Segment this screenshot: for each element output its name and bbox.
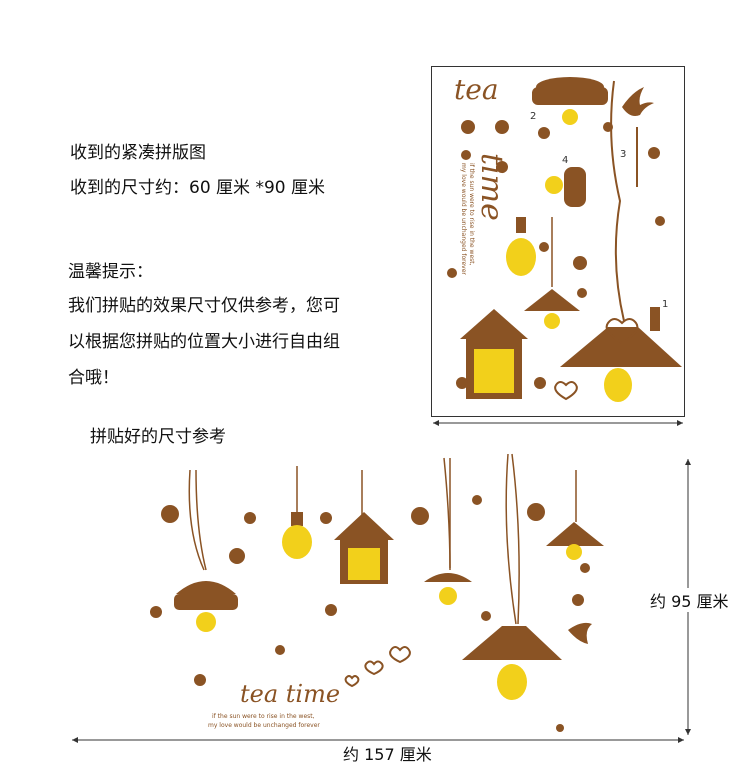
assembled-lantern xyxy=(334,512,394,540)
assembled-bird xyxy=(568,622,592,644)
sticker-sheet: tea time if the sun were to rise in the … xyxy=(431,66,685,417)
sheet-bulb-4 xyxy=(545,176,563,194)
sheet-title-tea: tea xyxy=(454,73,499,106)
assembled-lamp-4 xyxy=(424,573,472,582)
sheet-bird xyxy=(622,87,654,116)
height-dimension-label: 约 95 厘米 xyxy=(650,588,729,612)
sheet-bulb-2 xyxy=(562,109,578,125)
sheet-slogan-1: if the sun were to rise in the west, xyxy=(468,163,475,266)
assembled-lamp-6 xyxy=(546,522,604,546)
tips-line-3: 合哦！ xyxy=(68,368,119,388)
assembled-title: tea time xyxy=(240,680,340,708)
sheet-big-shade xyxy=(560,327,682,367)
sheet-number-2: 2 xyxy=(530,111,536,122)
assembled-dome-lamp xyxy=(176,581,236,594)
tips-line-2: 以根据您拼贴的位置大小进行自由组 xyxy=(68,332,340,352)
assembled-slogan-1: if the sun were to rise in the west, xyxy=(212,713,315,720)
sticker-sheet-artwork: tea time if the sun were to rise in the … xyxy=(447,73,682,402)
tips-line-1: 我们拼贴的效果尺寸仅供参考，您可 xyxy=(68,296,340,316)
width-dimension-label: 约 157 厘米 xyxy=(343,745,432,764)
assembled-slogan-2: my love would be unchanged forever xyxy=(208,722,320,729)
assembled-big-lamp xyxy=(462,626,562,660)
sheet-bulb-left xyxy=(506,238,536,276)
received-size-label: 收到的尺寸约：60 厘米 *90 厘米 xyxy=(70,178,325,198)
reference-label: 拼贴好的尺寸参考 xyxy=(90,427,226,447)
sheet-bulb-big xyxy=(604,368,632,402)
sheet-lantern-roof xyxy=(460,309,528,339)
sheet-small-shade xyxy=(524,289,580,311)
sheet-lantern-window xyxy=(474,349,514,393)
sheet-number-1: 1 xyxy=(662,299,668,310)
sheet-number-3: 3 xyxy=(620,149,626,160)
sheet-heart xyxy=(605,318,639,345)
sheet-number-4: 4 xyxy=(562,155,568,166)
received-layout-label: 收到的紧凑拼版图 xyxy=(70,143,206,163)
sheet-slogan-2: my love would be unchanged forever xyxy=(460,163,467,275)
tips-title: 温馨提示： xyxy=(68,262,153,282)
assembled-bulb-1 xyxy=(282,525,312,559)
